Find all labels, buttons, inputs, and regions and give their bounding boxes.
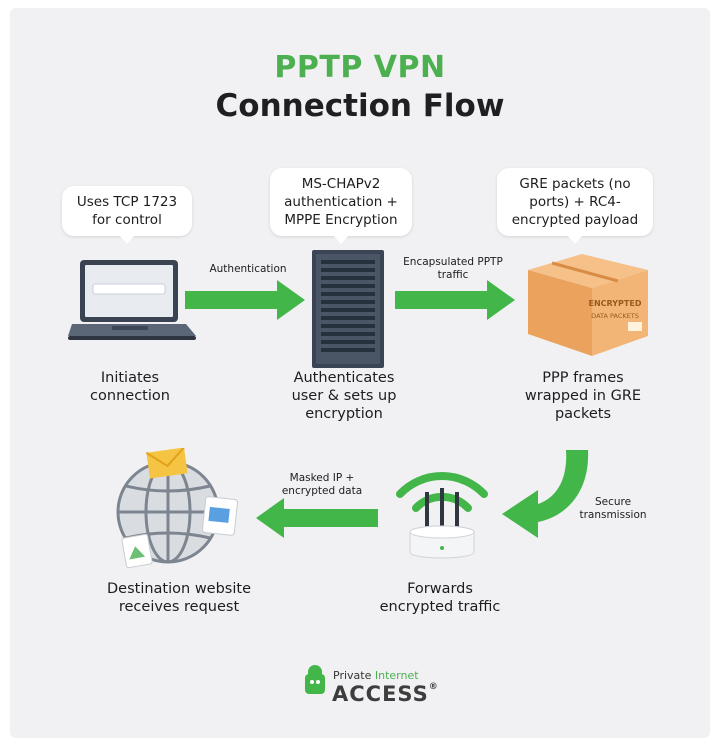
box-label-encrypted: ENCRYPTED (588, 299, 642, 308)
laptop-bubble: Uses TCP 1723 for control (62, 186, 192, 244)
server-bubble: MS-CHAPv2 authentication + MPPE Encrypti… (270, 168, 412, 244)
package-bubble: GRE packets (no ports) + RC4-encrypted p… (497, 168, 653, 244)
package-caption: PPP frames wrapped in GRE packets (524, 370, 642, 422)
arrow-label-encapsulated: Encapsulated PPTP traffic (403, 256, 503, 281)
arrow-right-icon (185, 280, 305, 320)
box-label-data-packets: DATA PACKETS (591, 312, 639, 320)
laptop-caption: Initiates connection (90, 370, 170, 404)
arrow-left-icon (256, 498, 378, 538)
router-caption: Forwards encrypted traffic (379, 581, 501, 615)
laptop-icon (68, 260, 196, 340)
router-wifi-icon (396, 472, 488, 559)
server-icon (312, 250, 384, 368)
curved-arrow-icon (502, 450, 589, 538)
encrypted-package-icon (528, 254, 648, 356)
pia-robot-logo-icon (305, 665, 325, 694)
arrow-label-secure: Secure transmission (579, 496, 647, 521)
arrow-label-authentication: Authentication (209, 263, 287, 275)
logo-text-top: Private Internet (333, 669, 419, 682)
logo-text-access: ACCESS® (332, 682, 439, 706)
globe-icon (116, 448, 238, 569)
server-caption: Authenticates user & sets up encryption (291, 370, 397, 422)
arrow-label-masked-ip: Masked IP + encrypted data (281, 472, 363, 497)
arrow-right-icon (395, 280, 515, 320)
infographic-card: PPTP VPN Connection Flow Uses TCP 1723 f… (10, 8, 710, 738)
title-line-1: PPTP VPN (274, 50, 446, 85)
globe-caption: Destination website receives request (107, 581, 251, 615)
title-line-2: Connection Flow (215, 88, 505, 124)
